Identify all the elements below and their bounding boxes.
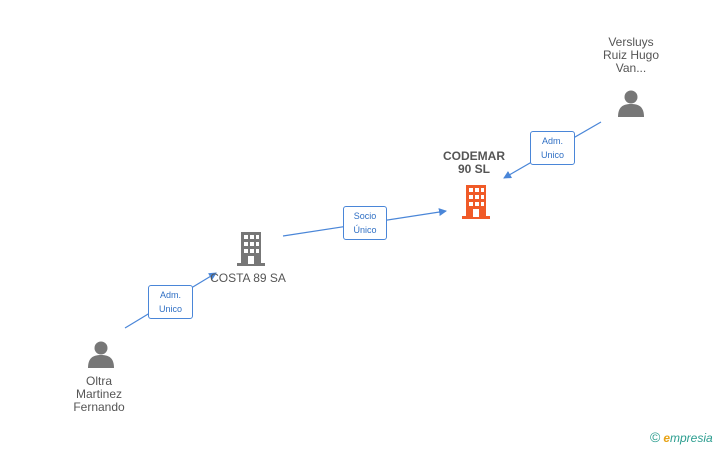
edge-label-adm-unico[interactable]: Adm. Unico [530,131,575,165]
edge-label-adm-unico[interactable]: Adm. Unico [148,285,193,319]
company-label-codemar[interactable]: CODEMAR 90 SL [443,149,505,176]
company-label-costa[interactable]: COSTA 89 SA [210,271,286,285]
edge-label-socio-unico[interactable]: Socio Único [343,206,387,240]
brand-letter-e: e [663,431,671,445]
copyright-symbol: © [650,429,661,445]
brand-name: mpresia [670,431,713,445]
building-icon[interactable] [235,232,267,266]
person-icon[interactable] [617,89,645,117]
building-icon[interactable] [460,185,492,219]
empresia-logo: ©empresia [650,429,713,445]
person-icon[interactable] [87,340,115,368]
person-label-oltra[interactable]: Oltra Martinez Fernando [73,374,125,414]
person-label-versluys[interactable]: Versluys Ruiz Hugo Van... [602,35,660,75]
